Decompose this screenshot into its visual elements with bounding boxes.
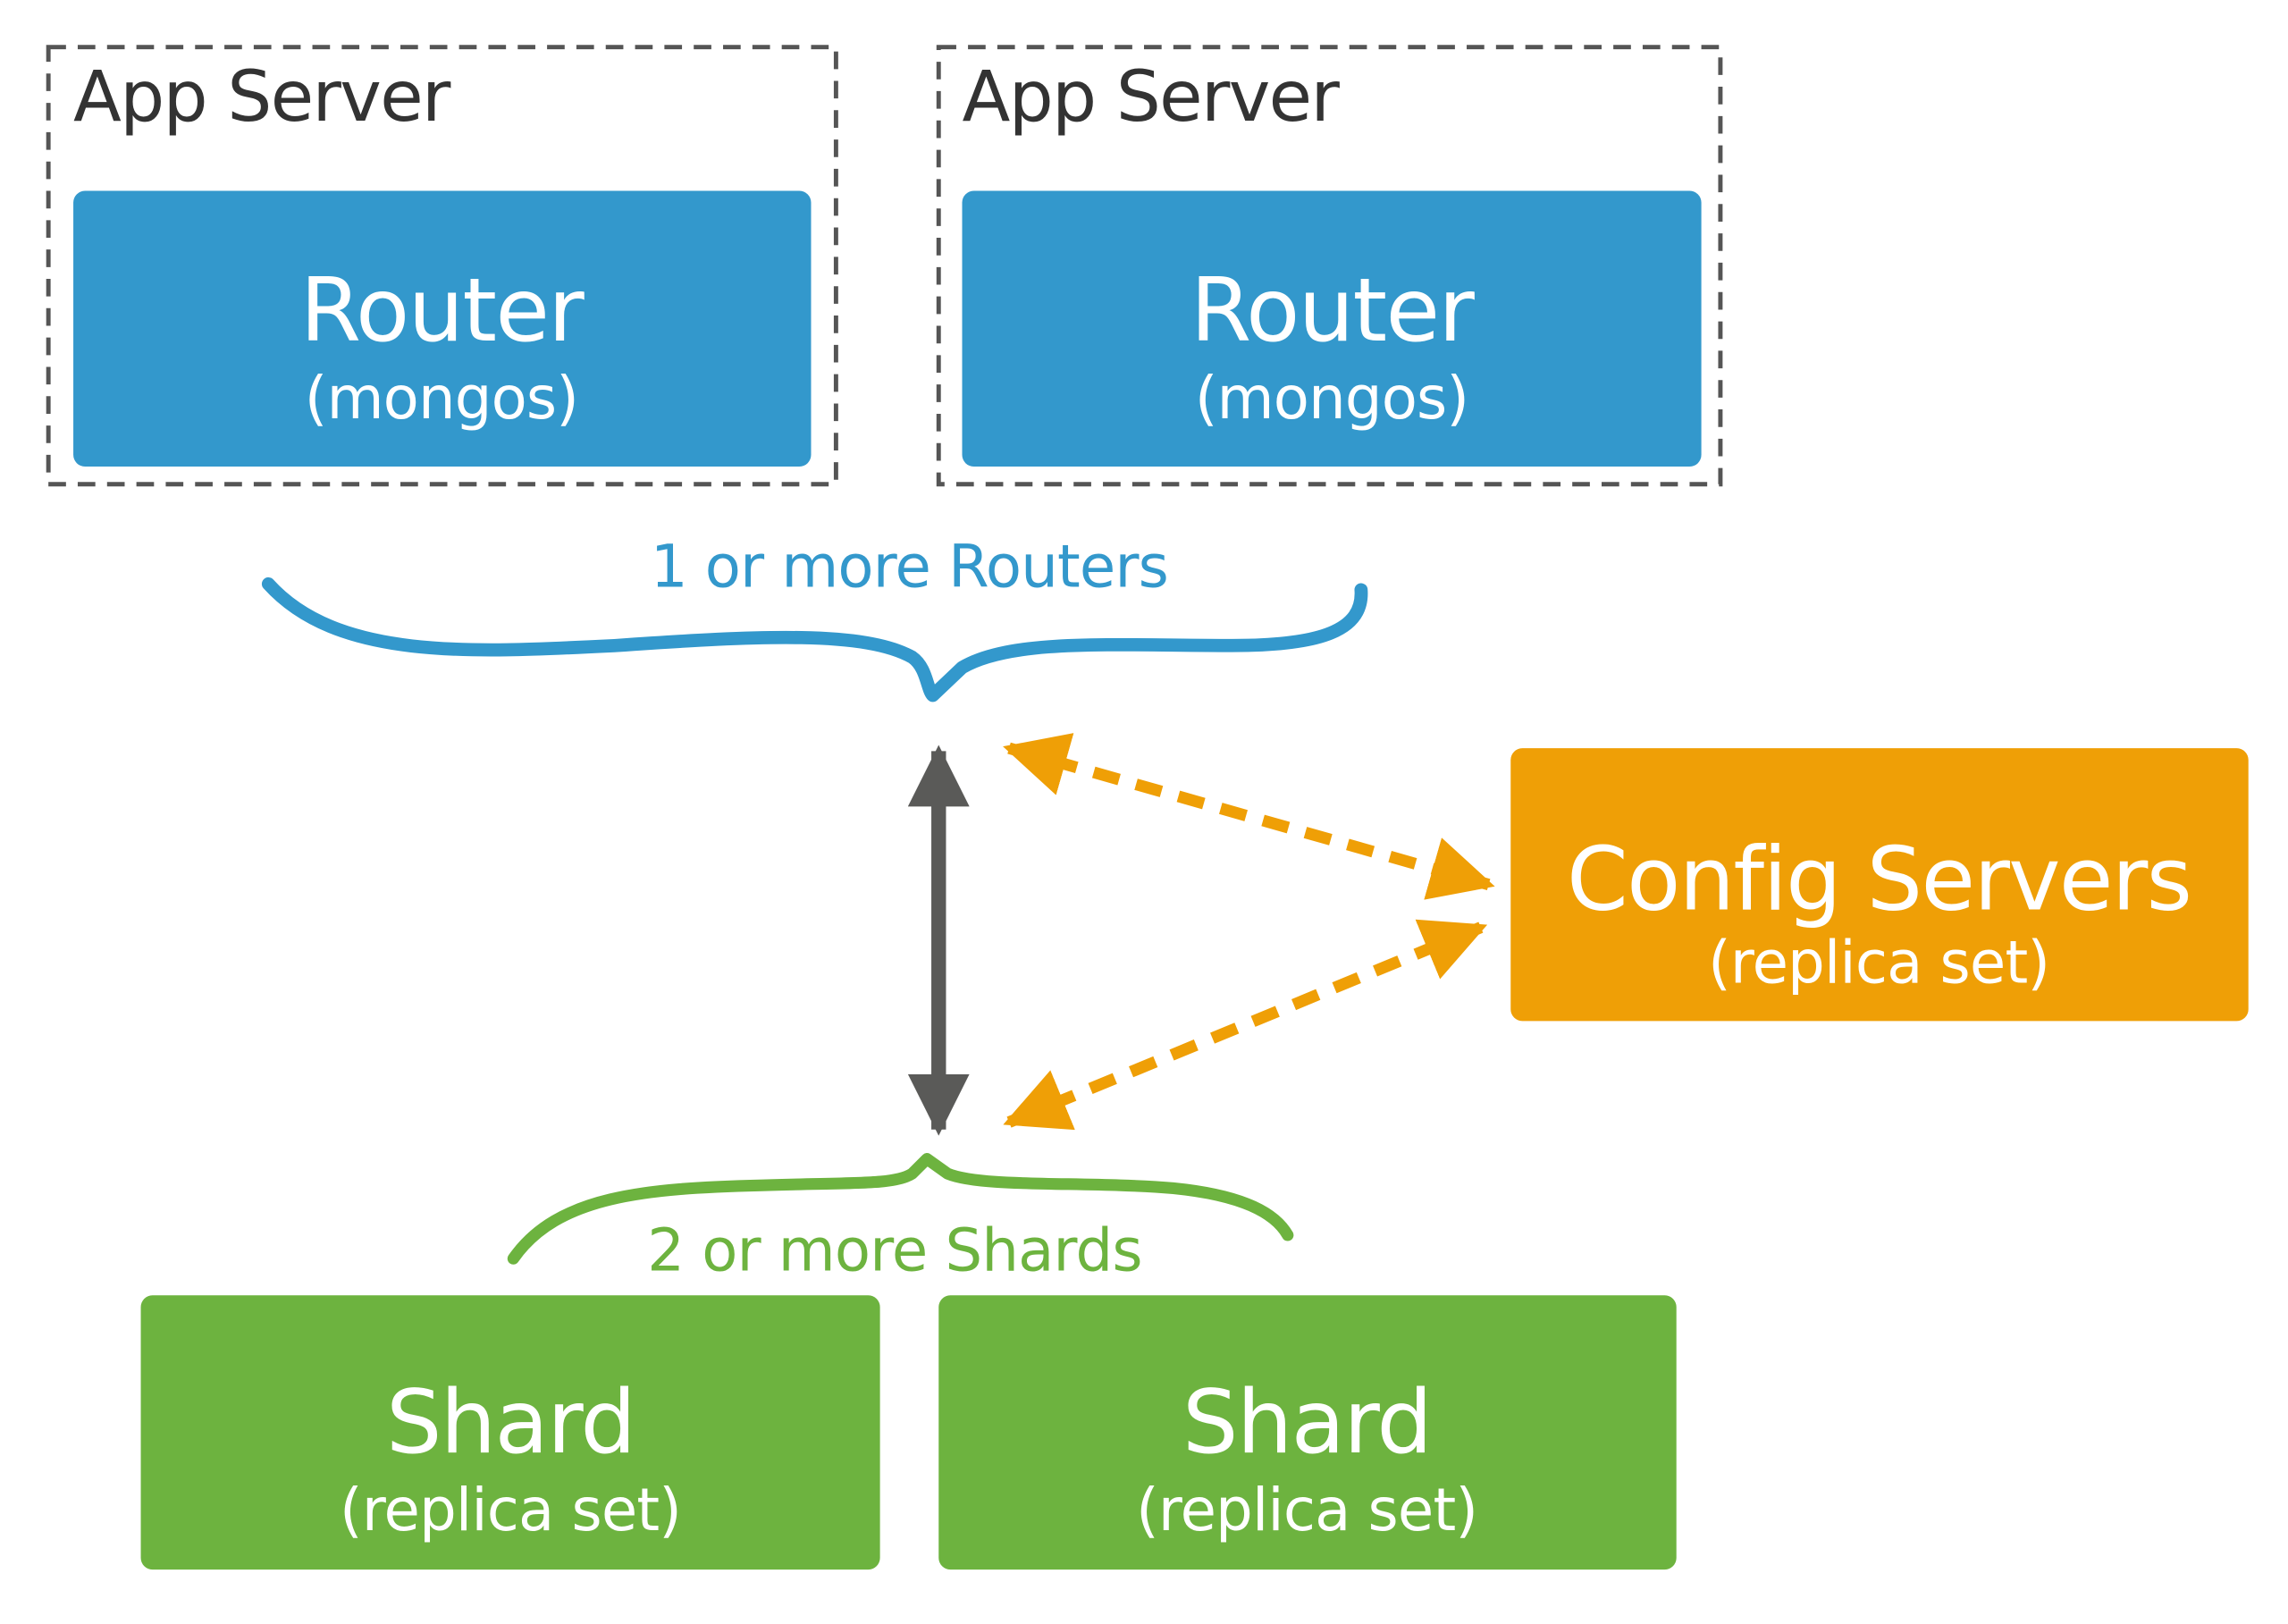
router-subtitle: (mongos) — [1195, 365, 1468, 433]
config-router-arrow — [1003, 733, 1495, 900]
shards-brace-label: 2 or more Shards — [647, 1216, 1141, 1284]
router-title: Router — [300, 260, 585, 362]
shard-subtitle: (replica set) — [340, 1477, 681, 1544]
app-server-border — [936, 45, 1723, 487]
shards-brace-group: 2 or more Shards — [507, 1153, 1294, 1284]
shard-title: Shard — [386, 1372, 635, 1474]
shard-subtitle: (replica set) — [1136, 1477, 1477, 1544]
router-box-1[interactable]: Router (mongos) — [73, 190, 812, 467]
routers-brace-group: 1 or more Routers — [261, 534, 1368, 703]
app-server-2: App Server Router (mongos) — [936, 45, 1723, 487]
router-title: Router — [1190, 260, 1476, 362]
shard-box-bg — [140, 1295, 880, 1570]
shard-box-bg — [938, 1295, 1677, 1570]
config-servers-bg — [1510, 748, 2249, 1022]
router-box-bg — [962, 190, 1702, 467]
config-shard-arrow — [1003, 919, 1488, 1131]
shards-brace — [507, 1153, 1294, 1265]
router-box-bg — [73, 190, 812, 467]
config-servers-box[interactable]: Config Servers (replica set) — [1510, 748, 2249, 1022]
app-server-border — [46, 45, 838, 487]
config-servers-subtitle: (replica set) — [1708, 930, 2049, 997]
app-server-label: App Server — [73, 55, 451, 138]
shard-title: Shard — [1182, 1372, 1431, 1474]
routers-brace-label: 1 or more Routers — [651, 534, 1168, 602]
shard-box-2[interactable]: Shard (replica set) — [938, 1295, 1677, 1570]
router-box-2[interactable]: Router (mongos) — [962, 190, 1702, 467]
config-servers-title: Config Servers — [1567, 829, 2191, 931]
shard-box-1[interactable]: Shard (replica set) — [140, 1295, 880, 1570]
routers-brace — [261, 576, 1368, 703]
router-subtitle: (mongos) — [305, 365, 578, 433]
app-server-label: App Server — [963, 55, 1341, 138]
app-server-1: App Server Router (mongos) — [46, 45, 838, 487]
